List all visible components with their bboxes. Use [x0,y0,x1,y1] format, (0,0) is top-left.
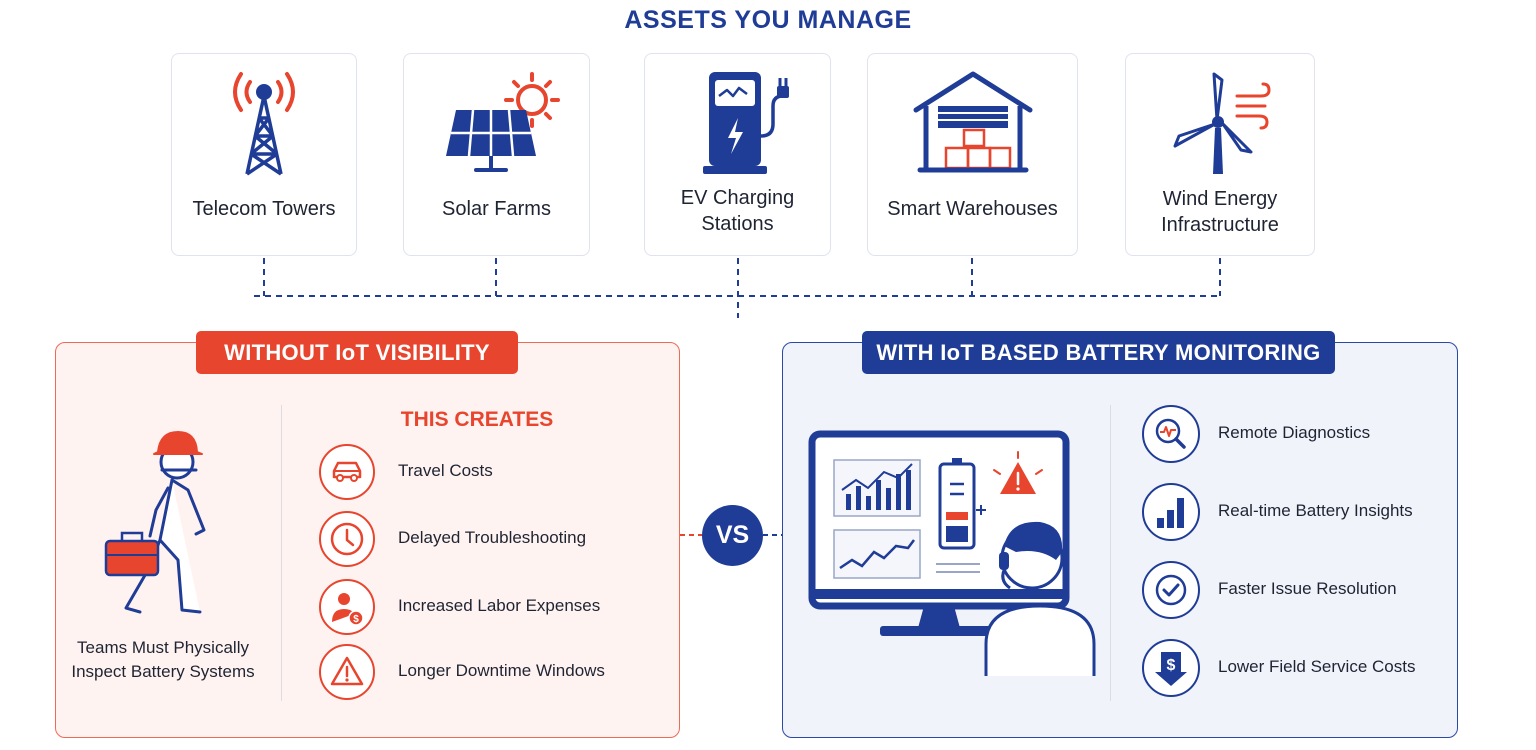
operator-icon [984,521,1096,676]
list-item-label: Real-time Battery Insights [1218,501,1413,520]
asset-connectors [254,258,1222,318]
clock-icon [319,511,375,567]
bar-chart-icon [1142,483,1200,541]
bar-chart-panel [833,459,921,517]
list-item-label: Delayed Troubleshooting [398,528,587,547]
right-panel-divider [1110,405,1111,701]
without-iot-badge: WITHOUT IoT VISIBILITY [196,331,518,374]
toolbox-icon [104,531,160,577]
warehouse-icon [913,71,1032,173]
list-item-label: Longer Downtime Windows [398,661,605,680]
dollar-down-icon: $ [1142,639,1200,697]
svg-text:$: $ [353,614,359,625]
asset-label: Wind Energy Infrastructure [1161,188,1279,236]
alert-icon [993,451,1043,494]
solar-panel-icon [445,72,560,172]
warning-icon [319,644,375,700]
asset-card-smart-warehouses: Smart Warehouses [867,53,1078,256]
svg-text:$: $ [1167,657,1176,674]
asset-label: Solar Farms [442,198,551,220]
wind-turbine-icon [1173,72,1271,174]
asset-card-wind-energy: Wind Energy Infrastructure [1125,53,1315,256]
this-creates-title: THIS CREATES [400,408,554,431]
list-item-label: Travel Costs [398,461,493,480]
list-item-label: Remote Diagnostics [1218,423,1371,442]
left-panel-divider [281,405,282,701]
field-worker-illustration [104,431,206,614]
asset-card-ev-charging: EV Charging Stations [644,53,831,256]
list-item-label: Lower Field Service Costs [1218,657,1416,676]
ev-charger-icon [702,72,789,174]
page-title: ASSETS YOU MANAGE [624,6,912,34]
battery-icon [938,458,986,550]
search-diagnostics-icon [1142,405,1200,463]
line-chart-panel [833,529,921,579]
with-iot-badge: WITH IoT BASED BATTERY MONITORING [862,331,1335,374]
telecom-tower-icon [233,72,295,176]
list-item-label: Faster Issue Resolution [1218,579,1397,598]
asset-label: Smart Warehouses [887,198,1058,220]
vs-badge: VS [702,505,763,566]
worker-cost-icon: $ [319,579,375,635]
worker-caption: Teams Must Physically Inspect Battery Sy… [71,638,255,681]
asset-label: EV Charging Stations [680,187,795,235]
list-item-label: Increased Labor Expenses [398,596,601,615]
asset-card-solar-farms: Solar Farms [403,53,590,256]
asset-card-telecom-towers: Telecom Towers [171,53,357,256]
check-circle-icon [1142,561,1200,619]
car-icon [319,444,375,500]
asset-label: Telecom Towers [192,198,336,220]
